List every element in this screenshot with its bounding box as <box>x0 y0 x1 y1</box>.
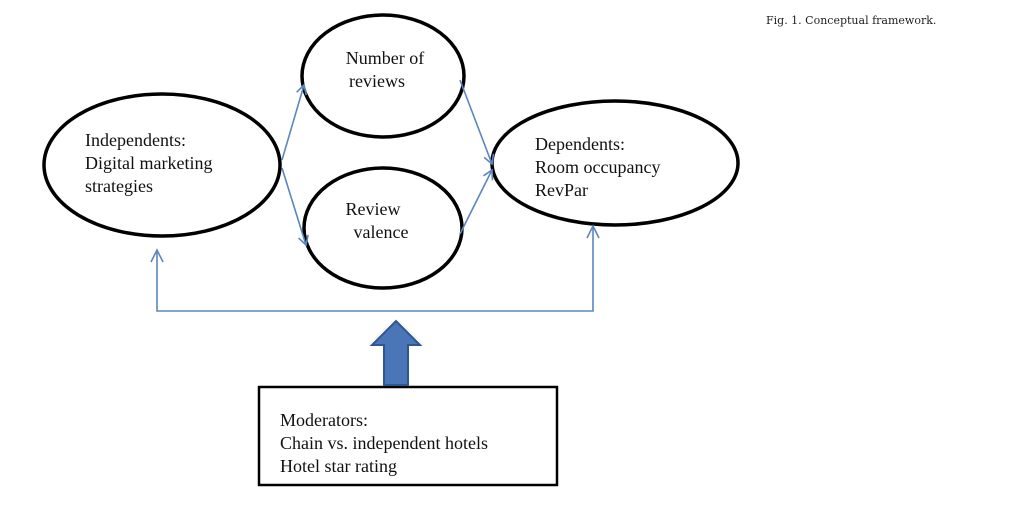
review-valence-line-2: valence <box>354 222 409 242</box>
moderators-box <box>257 385 559 487</box>
figure-caption: Fig. 1. Conceptual framework. <box>766 14 937 27</box>
moderator-block-arrow <box>369 319 423 386</box>
arrow-review-valence-to-dependents <box>459 168 494 235</box>
moderators-line-3: Hotel star rating <box>280 456 397 476</box>
moderator-base-line <box>156 228 594 312</box>
dependents-line-2: Room occupancy <box>535 157 660 177</box>
review-valence-line-1: Review <box>346 199 401 219</box>
arrowhead-to-dependents <box>586 224 600 239</box>
dependents-label: Dependents: Room occupancy RevPar <box>535 134 660 200</box>
independents-line-3: strategies <box>85 176 153 196</box>
review-valence-label: Review valence <box>346 199 409 242</box>
dependents-line-3: RevPar <box>535 180 588 200</box>
independents-label: Independents: Digital marketing strategi… <box>85 130 212 196</box>
independents-line-2: Digital marketing <box>85 153 212 173</box>
moderators-label: Moderators: Chain vs. independent hotels… <box>280 410 488 476</box>
arrow-number-of-reviews-to-dependents <box>459 79 495 166</box>
arrow-independents-to-review-valence <box>281 167 309 247</box>
independents-ellipse <box>42 92 282 238</box>
number-of-reviews-line-2: reviews <box>349 71 405 91</box>
arrowhead-to-independents <box>150 248 164 263</box>
number-of-reviews-label: Number of reviews <box>346 48 424 91</box>
independents-line-1: Independents: <box>85 130 186 150</box>
dependents-line-1: Dependents: <box>535 134 625 154</box>
moderators-line-2: Chain vs. independent hotels <box>280 433 488 453</box>
review-valence-ellipse <box>302 166 464 290</box>
moderators-line-1: Moderators: <box>280 410 368 430</box>
number-of-reviews-ellipse <box>300 13 466 139</box>
arrow-independents-to-number-of-reviews <box>281 83 308 161</box>
number-of-reviews-line-1: Number of <box>346 48 424 68</box>
